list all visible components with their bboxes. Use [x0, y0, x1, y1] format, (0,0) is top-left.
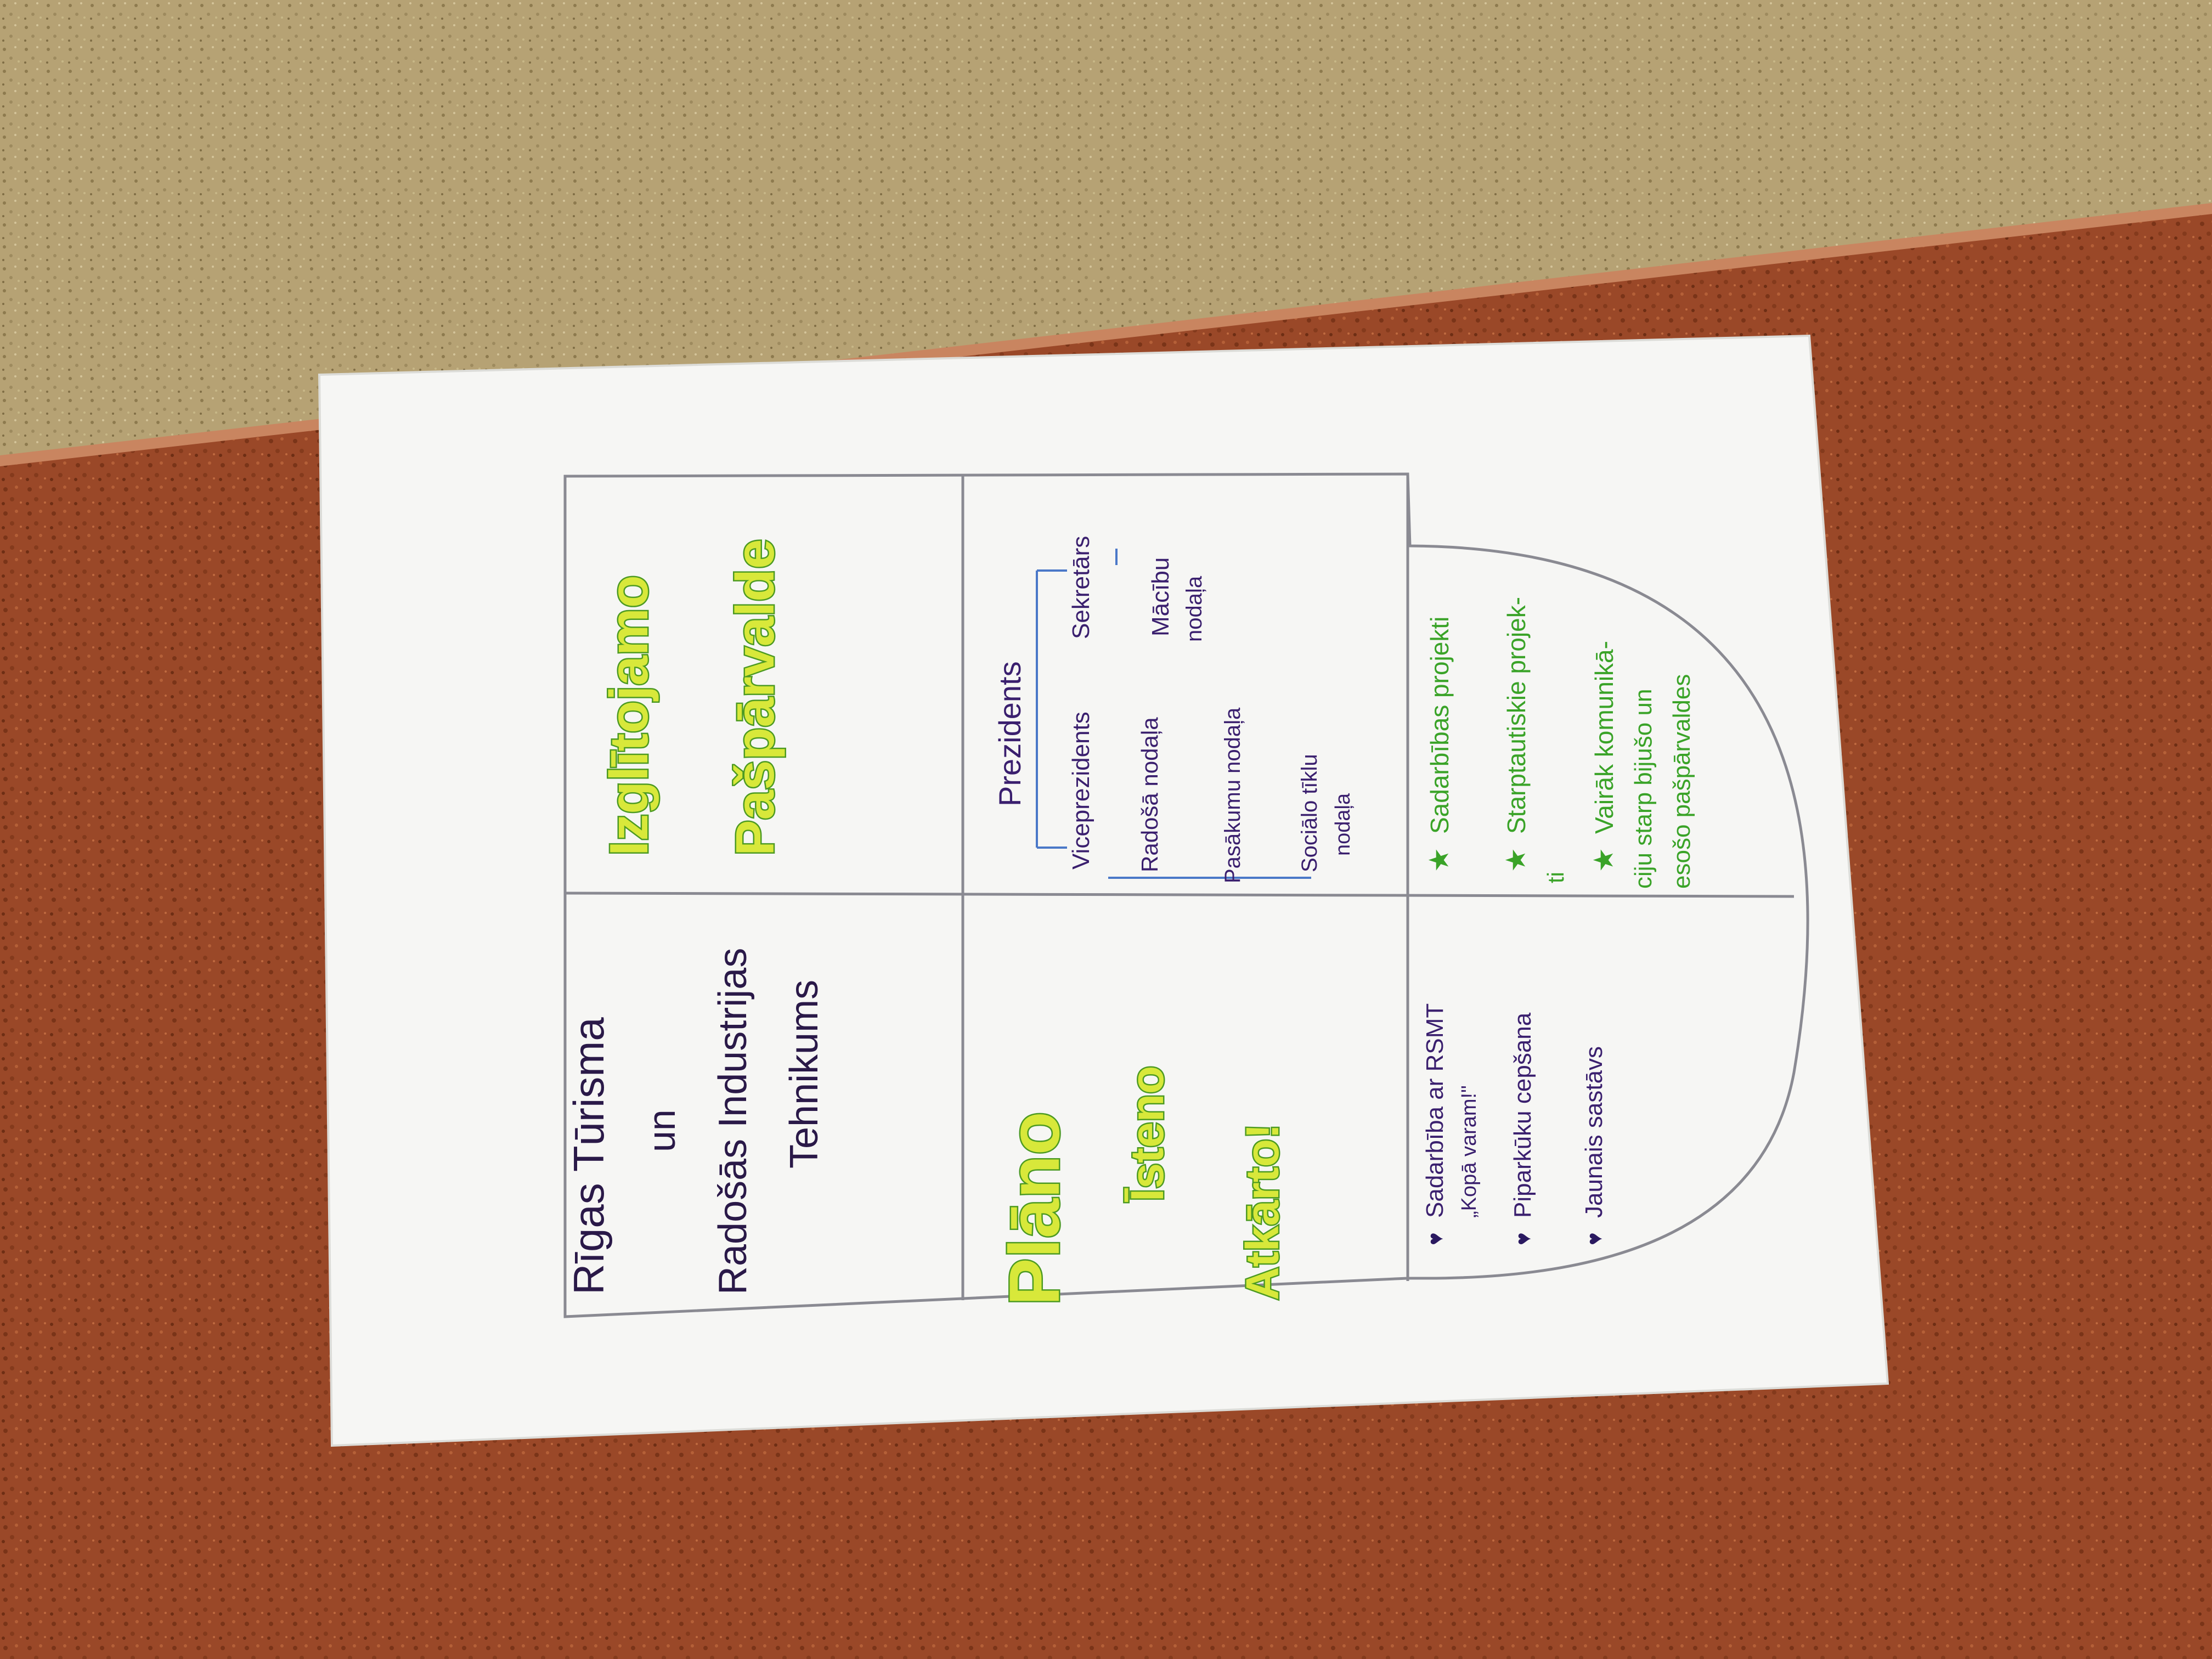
achievement-1-line-2: „Kopā varam!": [1458, 1085, 1481, 1218]
goal-2-line-1: Starptautiskie projek-: [1502, 597, 1531, 834]
school-line-2: un: [640, 1109, 683, 1152]
heart-icon: ♥: [1511, 1232, 1536, 1245]
achievement-3-line-1: Jaunais sastāvs: [1581, 1046, 1607, 1218]
achievement-item: ♥ Sadarbība ar RSMT „Kopā varam!": [1421, 1003, 1481, 1245]
slogan-plan: Plāno: [994, 1111, 1074, 1306]
school-line-4: Tehnikums: [782, 980, 826, 1169]
poster-drawing: [563, 472, 1809, 1318]
org-secretary: Sekretārs: [1068, 536, 1094, 639]
achievement-item: ♥ Jaunais sastāvs: [1581, 1046, 1607, 1245]
slogan-implement: Īsteno: [1121, 1066, 1173, 1202]
school-line-1: Rīgas Tūrisma: [565, 1017, 613, 1295]
poster-paper: [318, 334, 1889, 1447]
slogan-repeat: Atkārto!: [1237, 1124, 1288, 1300]
star-icon: ★: [1588, 848, 1619, 872]
goal-3-line-3: esošo pašpārvaldes: [1668, 674, 1695, 889]
title-line-1: Izglītojamo: [599, 575, 659, 856]
achievement-item: ♥ Piparkūku cepšana: [1509, 1012, 1536, 1245]
org-social-dept-1: Sociālo tīklu: [1297, 754, 1322, 872]
school-name-block: Rīgas Tūrisma un Radošās Industrijas Teh…: [565, 948, 826, 1295]
org-events-dept: Pasākumu nodaļa: [1221, 707, 1245, 883]
achievement-1-line-1: Sadarbība ar RSMT: [1421, 1003, 1448, 1218]
goal-3-line-1: Vairāk komunikā-: [1590, 641, 1618, 834]
heart-icon: ♥: [1583, 1232, 1607, 1245]
goal-item: ★ Vairāk komunikā- ciju starp bijušo un …: [1588, 641, 1695, 889]
achievements-list: ♥ Sadarbība ar RSMT „Kopā varam!" ♥ Pipa…: [1421, 1003, 1607, 1245]
goal-item: ★ Sadarbības projekti: [1424, 617, 1454, 872]
org-creative-dept: Radošā nodaļa: [1137, 717, 1163, 872]
goal-item: ★ Starptautiskie projek- ti: [1500, 597, 1568, 883]
org-vice-president: Viceprezidents: [1068, 712, 1094, 870]
grid-outline: [563, 472, 1809, 1318]
org-social-dept-2: nodaļa: [1331, 793, 1355, 856]
heart-icon: ♥: [1424, 1232, 1448, 1245]
star-icon: ★: [1424, 848, 1454, 872]
grid-horizontal-divider: [565, 891, 1795, 898]
org-president: Prezidents: [992, 661, 1027, 806]
title-block: Izglītojamo Pašpārvalde: [597, 538, 787, 857]
goals-list: ★ Sadarbības projekti ★ Starptautiskie p…: [1424, 597, 1695, 889]
star-icon: ★: [1500, 848, 1531, 872]
org-chart-lines: [1036, 549, 1311, 879]
goal-1-line-1: Sadarbības projekti: [1425, 617, 1454, 834]
school-line-3: Radošās Industrijas: [711, 948, 755, 1295]
org-study-dept-2: nodaļa: [1182, 575, 1206, 642]
title-line-2: Pašpārvalde: [725, 539, 785, 856]
org-study-dept-1: Mācību: [1147, 557, 1174, 636]
goal-3-line-2: ciju starp bijušo un: [1630, 689, 1657, 889]
achievement-2-line-1: Piparkūku cepšana: [1509, 1012, 1536, 1218]
goal-2-line-2: ti: [1543, 872, 1568, 883]
org-structure-block: Prezidents Viceprezidents Sekretārs Rado…: [992, 536, 1355, 883]
slogan-block: Plāno Īsteno Atkārto!: [993, 1064, 1290, 1307]
